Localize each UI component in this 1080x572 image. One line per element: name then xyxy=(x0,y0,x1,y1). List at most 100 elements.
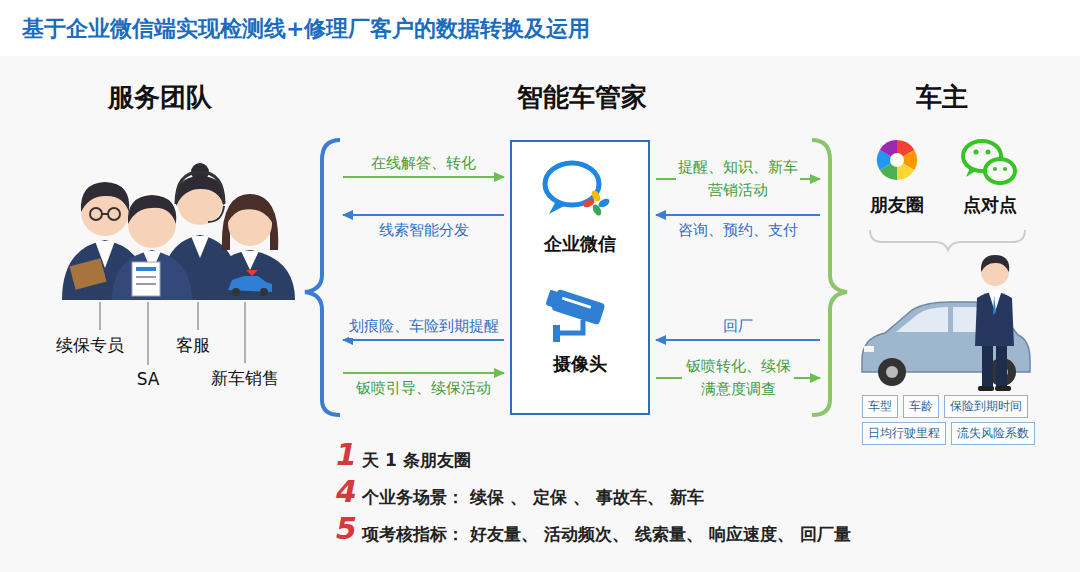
flow-arrow xyxy=(656,339,820,341)
leader-line xyxy=(99,302,101,330)
right-brace xyxy=(812,140,847,415)
staff-figure xyxy=(205,250,295,300)
staff-figure xyxy=(136,283,156,285)
owner-figure xyxy=(975,255,1014,391)
node-heading: 车主 xyxy=(828,80,1056,115)
wecom-icon xyxy=(591,203,603,217)
staff-figure xyxy=(136,267,156,271)
owner-figure xyxy=(996,340,1007,388)
tag-text: 车龄 xyxy=(909,398,933,415)
attribute-tag: 车型 xyxy=(862,395,898,418)
node-heading: 企业微信 xyxy=(512,232,648,256)
wechat-icon xyxy=(1003,167,1007,171)
channel-brace xyxy=(870,230,1025,250)
staff-figure xyxy=(222,194,278,250)
car-figure xyxy=(878,358,906,386)
staff-figure xyxy=(205,194,295,300)
attribute-tag: 保险到期时间 xyxy=(944,395,1028,418)
role-label: 新车销售 xyxy=(211,367,279,390)
wechat-icon xyxy=(985,159,1015,183)
channel-box: 企业微信 xyxy=(512,142,648,277)
attribute-tag: 车龄 xyxy=(903,395,939,418)
staff-figure xyxy=(102,213,108,215)
owner-panel: 车型车龄保险到期时间日均行驶里程流失风险系数 车主 xyxy=(828,78,1056,450)
hub-fill xyxy=(511,141,649,414)
staff-figure xyxy=(132,262,160,296)
attribute-tag: 流失风险系数 xyxy=(951,422,1035,445)
staff-figure xyxy=(191,236,209,258)
flow-arrow xyxy=(343,339,504,341)
wechat-icon xyxy=(986,150,991,155)
callout-number: 1 xyxy=(336,440,357,470)
wechat-icon xyxy=(974,150,979,155)
camera-icon xyxy=(551,289,605,325)
wechat-icon xyxy=(963,141,1015,183)
flow-arrow xyxy=(343,372,504,374)
staff-figure xyxy=(81,182,129,212)
arrow-label: 回厂 xyxy=(723,315,753,338)
team-panel: 服务团队 xyxy=(20,78,335,450)
staff-figure xyxy=(69,258,106,289)
callout-number: 5 xyxy=(336,514,357,544)
moments-icon xyxy=(890,153,904,167)
role-label: SA xyxy=(137,369,160,389)
left-brace xyxy=(305,140,340,415)
camera-icon xyxy=(553,325,560,342)
leader-line xyxy=(244,302,246,363)
wecom-icon xyxy=(549,201,566,214)
flow-arrow xyxy=(343,176,504,178)
flow-arrow xyxy=(343,214,504,216)
owner-figure xyxy=(981,255,1009,272)
connectors xyxy=(343,177,820,378)
role-label: 客服 xyxy=(176,334,210,357)
staff-figure xyxy=(228,198,272,222)
staff-figure xyxy=(232,288,240,296)
summary-text: 项考核指标： 好友量、 活动频次、 线索量、 响应速度、 回厂量 xyxy=(362,523,851,546)
arrow-label: 在线解答、转化 xyxy=(371,152,476,175)
role-label: 续保专员 xyxy=(56,334,124,357)
staff-figure xyxy=(260,288,268,296)
staff-figure xyxy=(90,208,120,220)
title-band xyxy=(0,0,1080,56)
node-heading: 服务团队 xyxy=(20,80,300,115)
hub-box: 企业微信摄像头智能车管家 xyxy=(510,140,650,415)
staff-figure xyxy=(128,195,176,224)
staff-figure xyxy=(112,250,192,300)
wecom-icon xyxy=(545,163,599,205)
owner-figure xyxy=(982,340,993,388)
arrow-label: 提醒、知识、新车 营销活动 xyxy=(676,156,800,203)
tag-text: 保险到期时间 xyxy=(950,398,1022,415)
camera-icon xyxy=(545,290,559,308)
wecom-icon xyxy=(545,163,611,217)
callout-number: 4 xyxy=(336,477,357,507)
flow-arrow xyxy=(656,214,820,216)
car-figure xyxy=(886,366,898,378)
summary-text: 个业务场景： 续保 、 定保 、 事故车、 新车 xyxy=(362,486,704,509)
staff-figure xyxy=(246,270,258,276)
node-heading: 智能车管家 xyxy=(482,80,682,115)
tag-text: 流失风险系数 xyxy=(957,425,1029,442)
staff-figure xyxy=(90,208,102,220)
staff-figure xyxy=(136,276,156,278)
owner-figure xyxy=(995,386,1011,391)
staff-figure xyxy=(176,172,224,204)
camera-icon xyxy=(544,287,605,326)
channel-label: 点对点 xyxy=(963,193,1017,217)
page-title: 基于企业微信端实现检测线+修理厂客户的数据转换及运用 xyxy=(22,14,590,44)
staff-figure xyxy=(112,195,192,300)
staff-figure xyxy=(208,206,224,222)
arrow-label: 咨询、预约、支付 xyxy=(678,219,798,242)
camera-icon xyxy=(544,287,605,342)
tag-text: 日均行驶里程 xyxy=(868,425,940,442)
camera-icon xyxy=(560,320,583,333)
channel-label: 朋友圈 xyxy=(870,193,924,217)
attribute-tag: 日均行驶里程 xyxy=(862,422,946,445)
wechat-icon xyxy=(993,167,997,171)
wecom-icon xyxy=(582,197,596,209)
wechat-icon xyxy=(966,168,977,177)
owner-figure xyxy=(978,386,994,391)
arrow-label: 线索智能分发 xyxy=(379,219,469,242)
arrow-label: 钣喷转化、续保 满意度调查 xyxy=(682,355,794,402)
leader-line xyxy=(100,302,245,365)
